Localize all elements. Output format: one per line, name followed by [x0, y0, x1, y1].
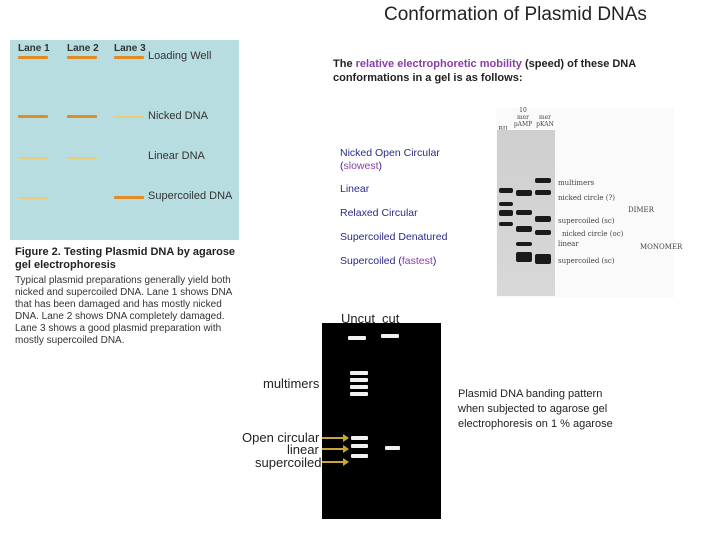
photo-label-multimers: multimers: [558, 179, 595, 187]
photo-band: [499, 222, 513, 226]
multimers-label: multimers: [263, 376, 320, 391]
linear-label: linear: [287, 442, 319, 457]
gel-caption: Plasmid DNA banding pattern when subject…: [458, 388, 613, 430]
lane1-well-band: [18, 56, 48, 59]
nicked-dna-label: Nicked DNA: [148, 110, 208, 122]
lane-2-header: Lane 2: [67, 43, 99, 54]
open-circular-label: Open circular: [242, 430, 320, 445]
photo-label-linear: linear: [558, 240, 579, 248]
multimer-band: [350, 371, 368, 375]
photo-gel-header-1: BII: [496, 126, 510, 133]
lane3-well-band: [114, 56, 144, 59]
photo-band: [535, 190, 551, 195]
page-title: Conformation of Plasmid DNAs: [384, 4, 647, 25]
photo-gel-header-3: mer pKAN: [536, 114, 554, 128]
linear-dna-label: Linear DNA: [148, 150, 205, 162]
lane-1-header: Lane 1: [18, 43, 50, 54]
open-circular-band: [351, 436, 368, 440]
photo-band: [535, 254, 551, 264]
multimer-band: [350, 385, 368, 389]
photo-band: [516, 242, 532, 246]
photo-label-monomer: MONOMER: [640, 243, 683, 251]
supercoiled-band: [351, 454, 368, 458]
conformation-nicked-open-circular: Nicked Open Circular(slowest): [340, 147, 440, 172]
photo-gel-header-2: 10 mer pAMP: [513, 107, 533, 128]
mobility-intro: The relative electrophoretic mobility (s…: [333, 57, 653, 85]
photo-gel-image: [497, 130, 555, 296]
lane1-linear-band: [18, 157, 48, 159]
figure2-gel-panel: Lane 1 Lane 2 Lane 3 Loading Well Nicked…: [10, 40, 239, 240]
multimer-band: [350, 378, 368, 382]
fastest-note: fastest: [401, 255, 433, 267]
conformation-linear: Linear: [340, 183, 370, 195]
photo-band: [516, 252, 532, 262]
lane3-supercoiled-band: [114, 196, 144, 199]
linear-band: [351, 444, 368, 448]
lane2-well-band: [67, 56, 97, 59]
lane3-nicked-band: [114, 116, 144, 118]
cut-linear-band: [385, 446, 400, 450]
lane2-linear-band: [67, 157, 97, 159]
conformation-relaxed-circular: Relaxed Circular: [340, 207, 418, 219]
photo-band: [516, 190, 532, 196]
linear-arrow: [322, 445, 349, 453]
lane1-supercoiled-band: [18, 197, 48, 199]
mobility-intro-end: (speed) of these DNA conformations in a …: [333, 58, 636, 84]
conformation-label: Supercoiled: [340, 255, 396, 267]
photo-label-nicked-circle-oc: nicked circle (oc): [562, 230, 624, 238]
figure2-description: Typical plasmid preparations generally y…: [15, 275, 232, 346]
loading-well-label: Loading Well: [148, 50, 212, 62]
uncut-well-band: [348, 336, 366, 340]
slowest-note: slowest: [343, 160, 379, 172]
lane-3-header: Lane 3: [114, 43, 146, 54]
photo-band: [516, 226, 532, 232]
conformation-supercoiled-denatured: Supercoiled Denatured: [340, 231, 448, 243]
photo-label-supercoiled-monomer: supercoiled (sc): [558, 257, 615, 265]
conformation-label: Nicked Open Circular: [340, 147, 440, 159]
gel-image: [322, 323, 441, 519]
multimer-band: [350, 392, 368, 396]
mobility-intro-start: The: [333, 58, 356, 70]
photo-label-nicked-circle: nicked circle (?): [558, 194, 616, 202]
conformation-supercoiled: Supercoiled (fastest): [340, 255, 437, 267]
lane1-nicked-band: [18, 115, 48, 118]
photo-band: [499, 188, 513, 193]
cut-well-band: [381, 334, 399, 338]
supercoiled-label: supercoiled: [255, 455, 322, 470]
uncut-lane-label: Uncut: [341, 311, 375, 326]
photo-band: [499, 210, 513, 216]
photo-band: [535, 216, 551, 222]
mobility-intro-highlight: relative electrophoretic mobility: [355, 58, 522, 70]
supercoiled-dna-label: Supercoiled DNA: [148, 190, 233, 202]
photo-band: [499, 202, 513, 206]
photo-band: [516, 210, 532, 215]
photo-band: [535, 230, 551, 235]
photo-band: [535, 178, 551, 183]
photo-label-dimer: DIMER: [628, 206, 654, 214]
photo-label-supercoiled-dimer: supercoiled (sc): [558, 217, 615, 225]
lane2-nicked-band: [67, 115, 97, 118]
cut-lane-label: cut: [382, 311, 400, 326]
supercoiled-arrow: [322, 458, 349, 466]
open-circular-arrow: [322, 434, 349, 442]
figure2-caption: Figure 2. Testing Plasmid DNA by agarose…: [15, 246, 236, 271]
